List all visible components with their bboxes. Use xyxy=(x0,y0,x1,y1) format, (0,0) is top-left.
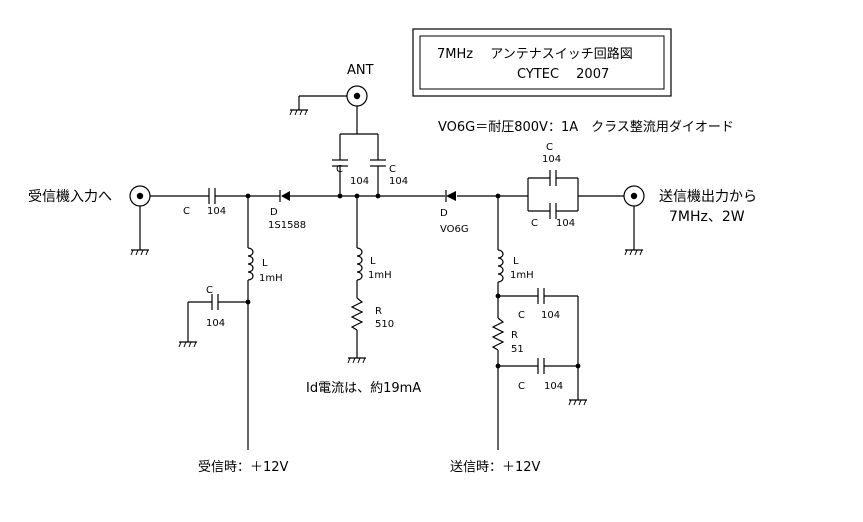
d-tx-value: VO6G xyxy=(440,224,469,235)
rx-bias-branch xyxy=(178,196,254,450)
tx-supply-label: 送信時：＋12V xyxy=(450,460,541,475)
rx-input-connector xyxy=(129,185,151,256)
title-line-2: CYTEC 2007 xyxy=(517,67,609,82)
rx-port-label: 受信機入力へ xyxy=(28,189,112,205)
c-ant-right-ref: C xyxy=(389,164,396,175)
c-tx-lower-bypass-ref: C xyxy=(518,381,525,392)
antenna-section xyxy=(289,85,386,196)
c-ant-left-value: 104 xyxy=(350,176,369,187)
diode-note: VO6G＝耐圧800V：1A クラス整流用ダイオード xyxy=(438,120,734,135)
c-rx-bypass-ref: C xyxy=(206,285,213,296)
c-ant-left-ref: C xyxy=(336,164,343,175)
c-tx-upper-bypass-value: 104 xyxy=(541,310,560,321)
ground-icon xyxy=(289,109,309,116)
r-center-ref: R xyxy=(375,306,382,317)
tx-power-label: 7MHz、2W xyxy=(669,209,745,225)
c-ant-right-value: 104 xyxy=(389,176,408,187)
r-center-value: 510 xyxy=(375,319,394,330)
c-tx-top-value: 104 xyxy=(542,154,561,165)
l-tx-ref: L xyxy=(513,256,519,267)
d-rx-ref: D xyxy=(270,207,278,218)
title-box: 7MHz アンテナスイッチ回路図 CYTEC 2007 xyxy=(412,28,672,97)
diode-tx xyxy=(445,190,456,202)
ground-icon xyxy=(624,249,644,256)
c-tx-lower-bypass-value: 104 xyxy=(544,381,563,392)
tx-bias-branch xyxy=(491,196,588,450)
l-rx-ref: L xyxy=(262,258,268,269)
r-tx-ref: R xyxy=(511,330,518,341)
c-tx-top-ref: C xyxy=(546,142,553,153)
ant-label: ANT xyxy=(347,63,374,78)
c-tx-bottom-ref: C xyxy=(531,218,538,229)
d-rx-value: 1S1588 xyxy=(268,220,306,231)
tx-parallel-caps xyxy=(527,170,579,219)
l-center-value: 1mH xyxy=(368,270,392,281)
tx-output-connector xyxy=(623,185,645,256)
c-rx-bypass-value: 104 xyxy=(206,318,225,329)
tx-port-label: 送信機出力から xyxy=(659,189,757,205)
l-center-ref: L xyxy=(370,256,376,267)
l-rx-value: 1mH xyxy=(259,273,283,284)
r-tx-value: 51 xyxy=(511,344,524,355)
c-rx-series-ref: C xyxy=(183,206,190,217)
diode-rx xyxy=(279,190,290,202)
capacitor-rx-series xyxy=(208,188,216,204)
c-rx-series-value: 104 xyxy=(207,206,226,217)
c-tx-bottom-value: 104 xyxy=(556,218,575,229)
antenna-connector xyxy=(346,85,368,107)
d-tx-ref: D xyxy=(440,208,448,219)
ground-icon xyxy=(130,249,150,256)
current-note: Id電流は、約19mA xyxy=(306,381,421,396)
c-tx-upper-bypass-ref: C xyxy=(518,310,525,321)
l-tx-value: 1mH xyxy=(510,270,534,281)
rx-supply-label: 受信時：＋12V xyxy=(198,460,289,475)
title-line-1: 7MHz アンテナスイッチ回路図 xyxy=(437,46,633,62)
center-bias-branch xyxy=(347,196,367,364)
